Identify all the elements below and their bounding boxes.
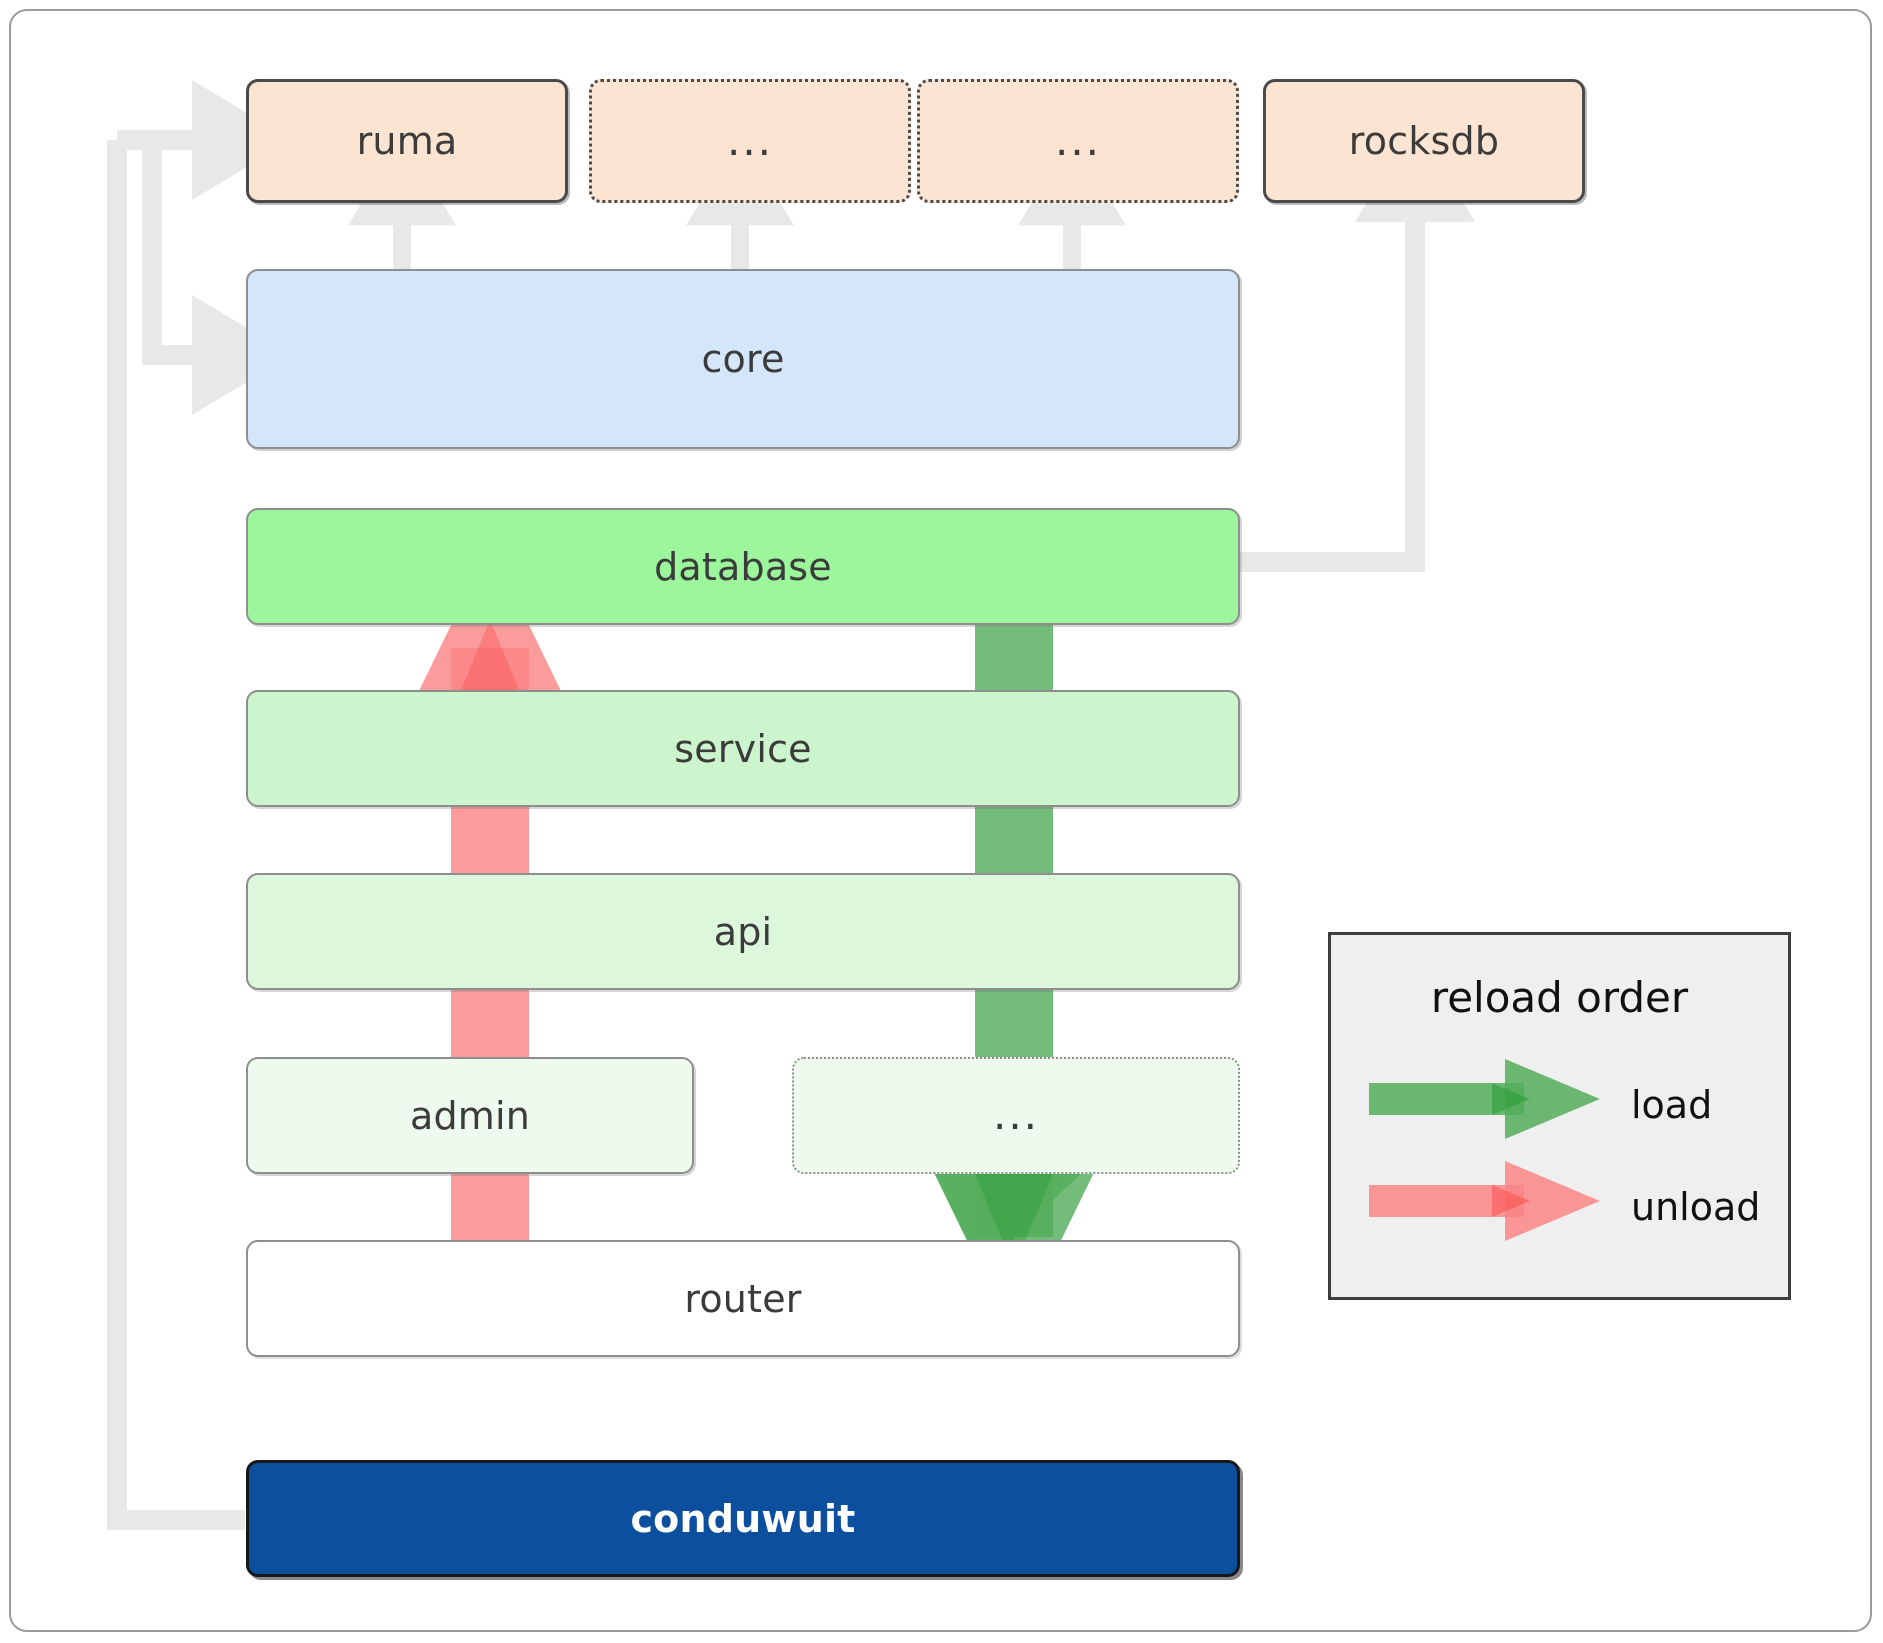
legend-arrow-swatches [1369,1059,1600,1241]
legend-label-unload: unload [1631,1185,1761,1229]
legend-panel: reload order load unload [1328,932,1791,1300]
layer-label: admin [409,1093,531,1138]
layer-box-database[interactable]: database [246,508,1240,625]
layer-label: database [654,544,832,589]
legend-title: reload order [1430,973,1689,1022]
legend-unload-arrow-icon [1369,1161,1600,1241]
connector-database-to-rocksdb [1240,122,1475,572]
layer-box-more[interactable]: ... [792,1057,1240,1174]
layer-label: router [684,1276,802,1321]
dependency-box-ruma[interactable]: ruma [246,79,568,203]
legend-load-arrow-icon [1369,1059,1600,1139]
layer-box-core[interactable]: core [246,269,1240,449]
layer-label: service [674,726,812,771]
connector-core-to-deps [348,135,1126,270]
layer-label: api [713,909,773,954]
layer-box-admin[interactable]: admin [246,1057,694,1174]
layer-box-api[interactable]: api [246,873,1240,990]
dependency-box-rocksdb[interactable]: rocksdb [1263,79,1585,203]
dependency-label: ... [726,115,774,165]
connector-conduwuit-to-deps [107,80,292,1530]
application-label: conduwuit [630,1496,856,1541]
layer-label: core [701,337,785,381]
dependency-label: ruma [356,119,458,163]
application-box-conduwuit[interactable]: conduwuit [246,1460,1240,1577]
dependency-box-more-1[interactable]: ... [589,79,911,203]
layer-label: ... [992,1090,1040,1140]
legend-label-load: load [1631,1083,1713,1127]
layer-box-router[interactable]: router [246,1240,1240,1357]
dependency-label: rocksdb [1348,119,1500,163]
layer-box-service[interactable]: service [246,690,1240,807]
dependency-box-more-2[interactable]: ... [917,79,1239,203]
dependency-label: ... [1054,115,1102,165]
